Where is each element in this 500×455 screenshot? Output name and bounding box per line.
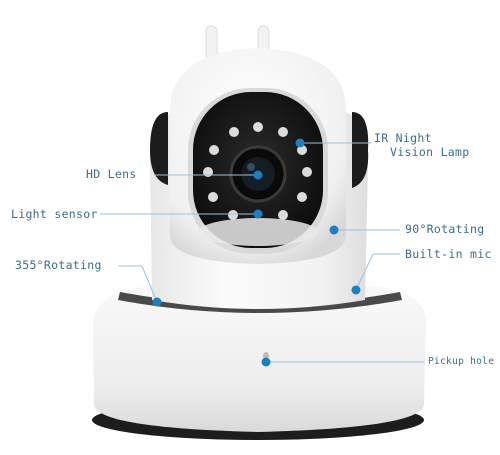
pickup-hole-callout-dot [261, 357, 271, 367]
light-sensor-callout-dot [253, 209, 263, 219]
callout-dots [152, 138, 361, 367]
rotating-90-callout-dot [329, 225, 339, 235]
light-sensor-label: Light sensor [11, 207, 98, 221]
ir-lamp-callout-dot [295, 138, 305, 148]
ir-led-ring [203, 122, 312, 220]
callout-lines [100, 142, 424, 363]
pickup-hole-label: Pickup hole [428, 356, 495, 367]
camera-base [92, 286, 426, 440]
builtin-mic-callout-dot [351, 285, 361, 295]
rotating-90-label: 90°Rotating [405, 222, 485, 236]
builtin-mic-label: Built-in mic [405, 247, 492, 261]
hd-lens-callout-dot [253, 170, 263, 180]
vision-lamp-label: Vision Lamp [390, 145, 470, 159]
hd-lens-label: HD Lens [86, 167, 137, 181]
rotating-355-label: 355°Rotating [15, 258, 102, 272]
ir-night-label: IR Night [374, 131, 432, 145]
rotating-355-callout-dot [152, 297, 162, 307]
